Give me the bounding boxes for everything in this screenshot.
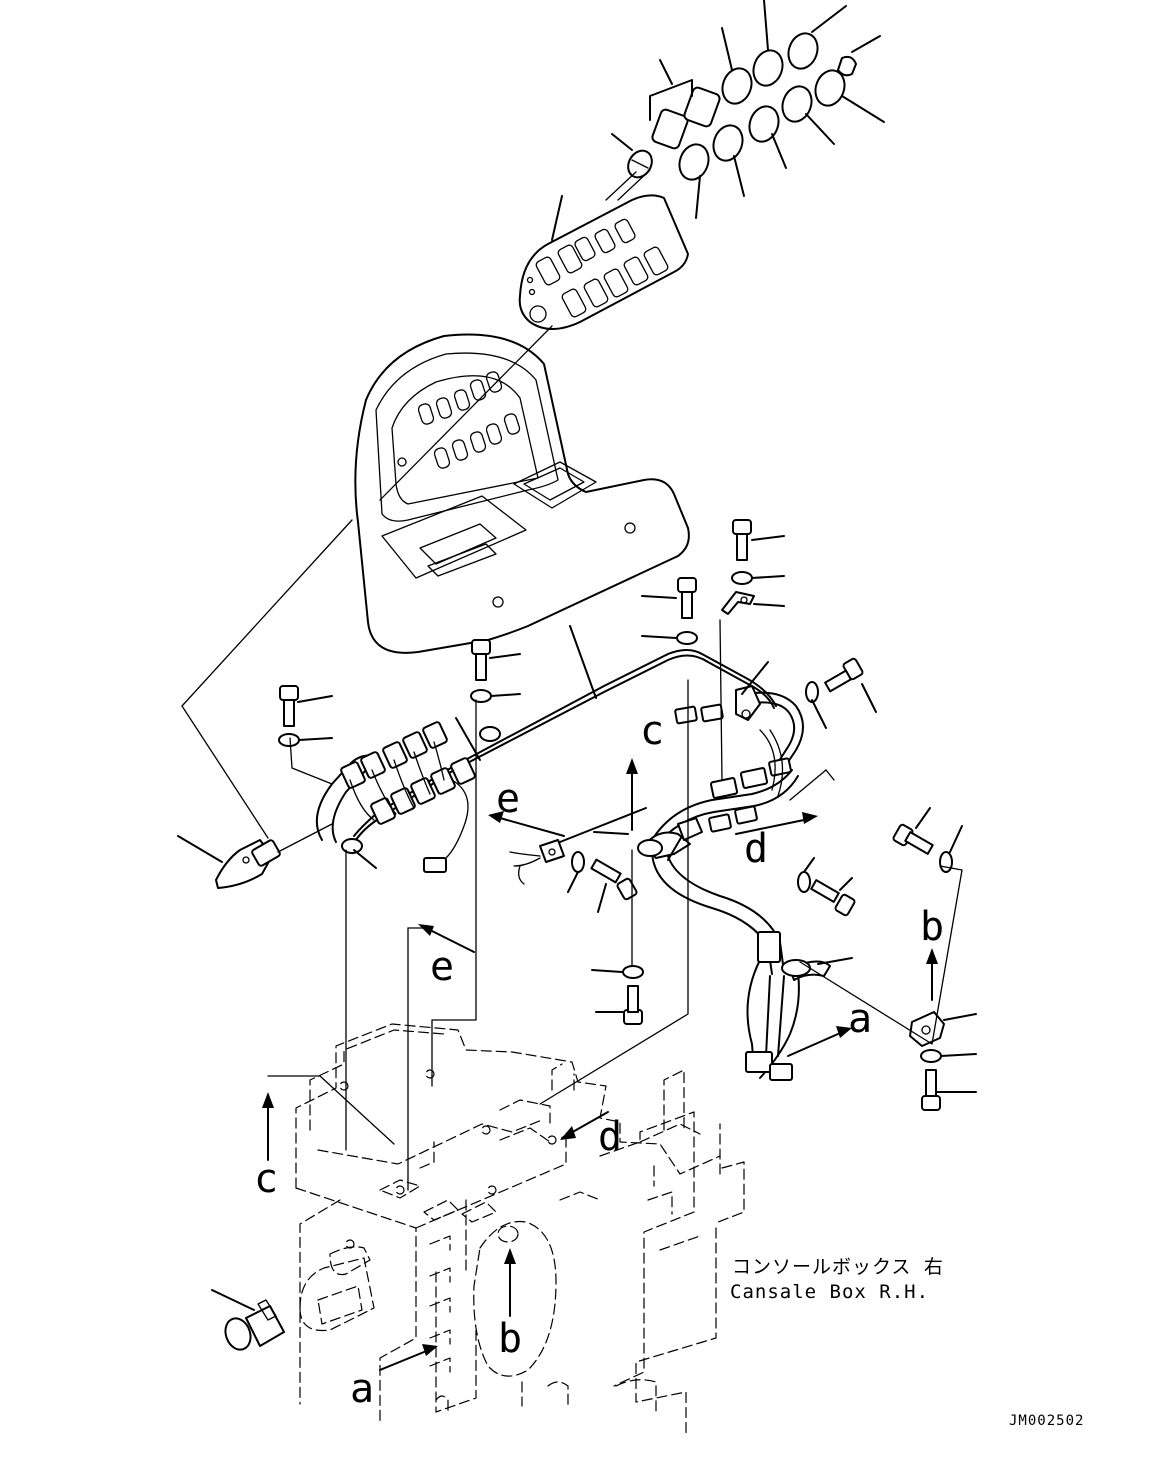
bolt-3	[471, 639, 491, 681]
label-b-right: b	[920, 904, 944, 950]
label-a-right: a	[848, 996, 872, 1042]
console-cover	[354, 333, 690, 654]
bolts	[279, 519, 941, 1111]
reference-lines	[181, 519, 963, 1191]
horn-switch	[211, 1289, 285, 1351]
hardware-leaders	[297, 535, 977, 1093]
small-bracket-clip	[721, 591, 755, 615]
switch-panel-plate	[518, 194, 689, 330]
switch-top-row	[651, 32, 819, 150]
label-b-lower: b	[498, 1316, 522, 1362]
bolt-7	[810, 879, 856, 917]
bolt-6	[892, 823, 934, 855]
label-e-upper: e	[496, 776, 520, 822]
bulb-socket-left	[177, 823, 333, 889]
bolt-1	[732, 519, 752, 561]
caption: コンソールボックス 右 Cansale Box R.H.	[730, 1256, 944, 1303]
label-d-lower: d	[598, 1114, 622, 1160]
cover-slots	[417, 371, 521, 469]
caption-japanese: コンソールボックス 右	[732, 1256, 944, 1278]
lamp-bulb	[837, 55, 857, 77]
bolt-10	[921, 1069, 941, 1111]
relay-connector	[509, 807, 647, 885]
label-a-lower: a	[350, 1366, 374, 1412]
bolt-4	[279, 685, 299, 727]
label-d-upper: d	[744, 826, 768, 872]
console-base-frame	[295, 1023, 745, 1437]
switch-group	[605, 0, 885, 219]
view-labels: c e d b a e c d b a	[254, 708, 944, 1412]
label-e-lower: e	[430, 944, 454, 990]
switch-bottom-row	[678, 69, 846, 181]
bolt-9	[623, 985, 643, 1025]
bolt-8	[590, 858, 638, 901]
switch-cap-knob	[627, 149, 653, 179]
washers	[278, 571, 953, 1063]
drawing-code: JM002502	[1009, 1413, 1084, 1429]
label-c-upper: c	[640, 708, 664, 754]
view-arrows	[262, 758, 938, 1371]
bolt-2	[677, 577, 697, 619]
label-c-lower: c	[254, 1156, 278, 1202]
caption-english: Cansale Box R.H.	[730, 1281, 929, 1303]
bolt-5	[824, 657, 864, 693]
